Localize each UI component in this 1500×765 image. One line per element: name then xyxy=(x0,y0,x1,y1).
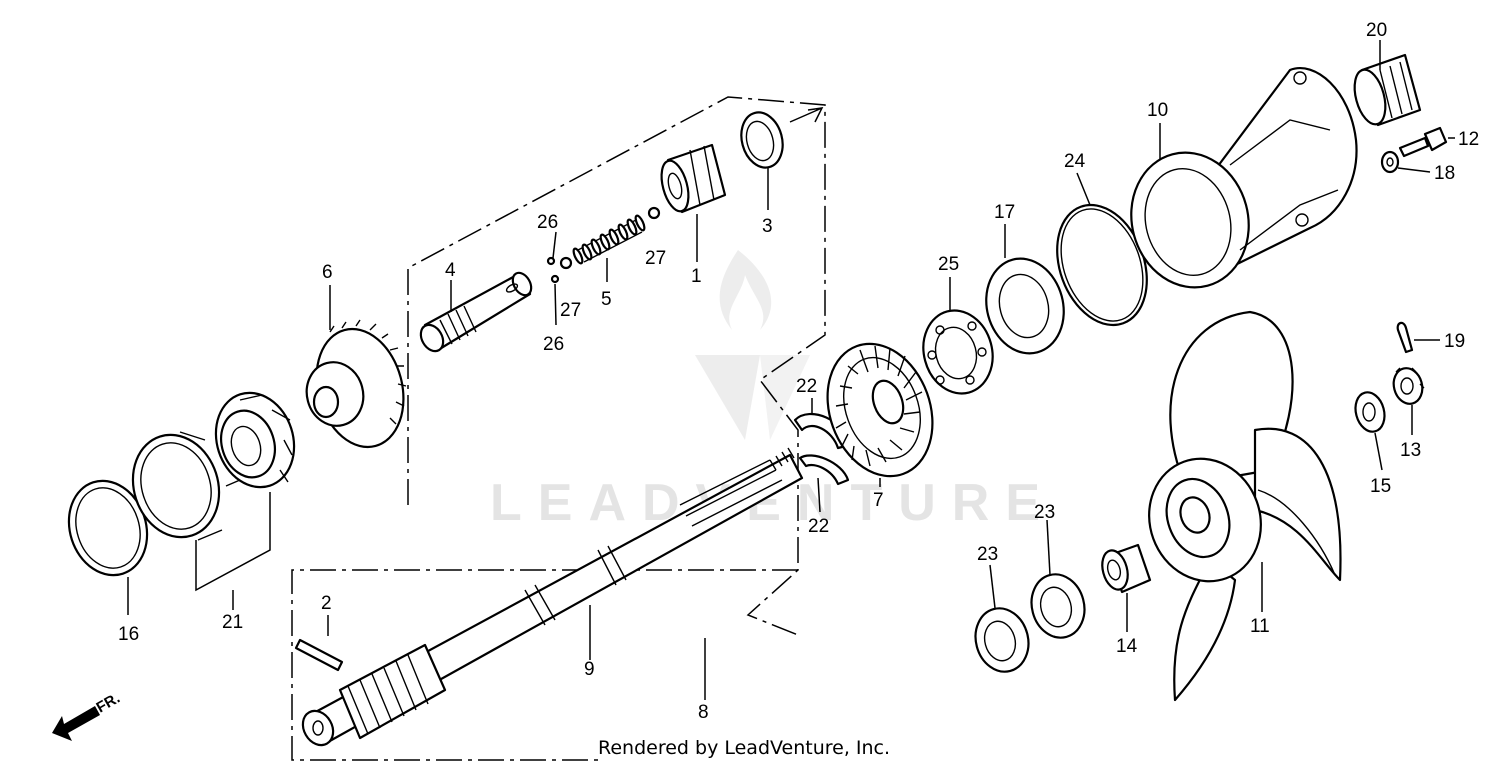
part-22-washer-lower xyxy=(798,454,850,486)
callout-19: 19 xyxy=(1444,331,1465,352)
part-27-ring-upper xyxy=(559,256,573,270)
callout-20: 20 xyxy=(1366,20,1387,41)
part-17-washer xyxy=(985,257,1065,355)
callout-24: 24 xyxy=(1064,151,1086,172)
part-5-spring xyxy=(572,214,646,265)
part-14-spacer xyxy=(1101,543,1152,594)
part-6-bevel-gear xyxy=(305,319,407,449)
part-13-castle-nut xyxy=(1392,367,1425,405)
part-21-bearing-outer-race xyxy=(131,431,223,541)
part-1-dog-clutch xyxy=(660,143,727,214)
part-21-roller-bearing xyxy=(214,391,296,489)
callout-27-right: 27 xyxy=(645,248,666,269)
callout-12: 12 xyxy=(1458,129,1479,150)
callout-26-upper: 26 xyxy=(537,212,558,233)
part-3-ring xyxy=(740,111,784,169)
part-26-pin-upper xyxy=(546,256,556,266)
callout-8: 8 xyxy=(698,702,709,723)
part-23-seal-right xyxy=(1030,573,1086,639)
callout-5: 5 xyxy=(601,289,612,310)
part-25-ball-bearing xyxy=(922,309,994,395)
part-7-bevel-gear xyxy=(826,342,934,478)
callout-27-left: 27 xyxy=(560,300,581,321)
callout-7: 7 xyxy=(873,490,884,511)
callout-22-upper: 22 xyxy=(796,376,817,397)
part-12-bolt xyxy=(1398,126,1448,158)
callout-15: 15 xyxy=(1370,476,1391,497)
front-direction-arrow: FR. xyxy=(52,690,123,741)
part-2-pin xyxy=(294,638,344,672)
part-23-seal-left xyxy=(974,607,1030,673)
part-27-ring-right xyxy=(647,206,661,220)
part-26-pin-lower xyxy=(550,274,560,284)
callout-14: 14 xyxy=(1116,636,1138,657)
callout-6: 6 xyxy=(322,262,333,283)
callout-16: 16 xyxy=(118,624,139,645)
callout-23-left: 23 xyxy=(977,544,998,565)
part-11-propeller xyxy=(1148,310,1342,702)
part-18-washer xyxy=(1380,150,1400,174)
callout-4: 4 xyxy=(445,260,456,281)
render-credit: Rendered by LeadVenture, Inc. xyxy=(598,737,890,759)
callout-3: 3 xyxy=(762,216,773,237)
leader-lines xyxy=(127,40,1455,700)
callout-10: 10 xyxy=(1147,100,1168,121)
callout-11: 11 xyxy=(1250,616,1270,637)
callout-21: 21 xyxy=(222,612,243,633)
callout-1: 1 xyxy=(691,266,702,287)
callout-13: 13 xyxy=(1400,440,1421,461)
callout-25: 25 xyxy=(938,254,959,275)
part-19-cotter-pin xyxy=(1396,321,1414,354)
part-20-needle-bearing xyxy=(1353,53,1422,127)
part-9-propeller-shaft xyxy=(301,447,804,747)
callout-22-lower: 22 xyxy=(808,516,829,537)
callout-26-lower: 26 xyxy=(543,334,564,355)
callout-23-right: 23 xyxy=(1034,502,1055,523)
part-15-washer xyxy=(1354,391,1386,433)
callout-17: 17 xyxy=(994,202,1015,223)
assembly-boundary xyxy=(291,96,826,761)
part-10-bearing-housing xyxy=(1130,67,1358,289)
callout-18: 18 xyxy=(1434,163,1455,184)
part-4-shaft xyxy=(419,271,533,353)
callout-2: 2 xyxy=(321,593,332,614)
callout-9: 9 xyxy=(584,659,595,680)
